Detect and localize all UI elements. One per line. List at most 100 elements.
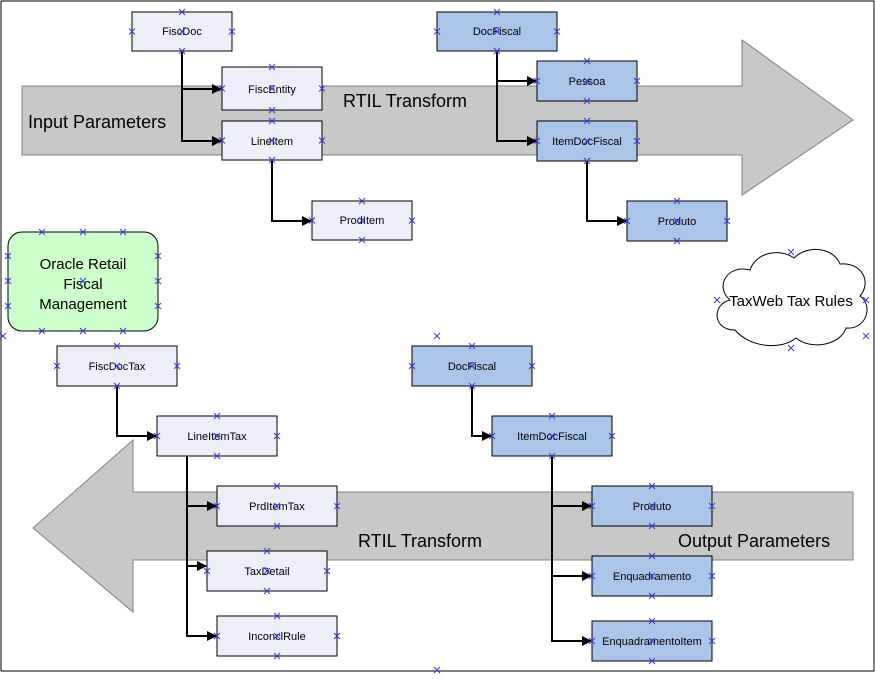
input-parameters-label: Input Parameters — [28, 112, 166, 132]
output-transform-arrow — [32, 438, 854, 614]
handle-68 — [528, 362, 536, 370]
handle-23 — [553, 28, 561, 35]
handle-98 — [4, 252, 12, 260]
handle-91 — [154, 277, 162, 285]
handle-1 — [178, 47, 186, 55]
handle-16 — [358, 236, 366, 244]
handle-59 — [263, 567, 271, 575]
handle-104 — [787, 344, 795, 352]
itemdocfiscal-out-label: ItemDocFiscal — [517, 431, 587, 443]
enquadramentoitem-label: EnquadramentoItem — [602, 636, 702, 648]
connector-5 — [586, 161, 627, 226]
connector-2 — [271, 160, 312, 226]
handle-22 — [433, 28, 441, 35]
handle-8 — [318, 85, 326, 92]
input-transform-arrow — [21, 39, 854, 196]
handle-2 — [128, 28, 136, 35]
handle-17 — [308, 217, 316, 224]
enquadramento-label: Enquadramento — [613, 571, 691, 583]
rfm-label-line-2: Fiscal — [63, 276, 102, 293]
handle-24 — [493, 28, 501, 35]
handle-64 — [273, 632, 281, 640]
handle-15 — [358, 197, 366, 205]
handle-73 — [608, 432, 616, 440]
lineitem-label: LineItem — [251, 136, 293, 148]
handle-89 — [648, 637, 656, 645]
connector-4 — [496, 81, 537, 146]
handle-34 — [583, 137, 591, 145]
handle-93 — [79, 327, 87, 335]
handle-10 — [268, 117, 276, 125]
handle-106 — [862, 296, 870, 304]
handle-80 — [648, 552, 656, 560]
handle-66 — [468, 382, 476, 390]
handle-110 — [862, 332, 870, 340]
handle-82 — [588, 572, 596, 580]
handle-47 — [153, 432, 161, 440]
handle-13 — [318, 137, 326, 144]
handle-85 — [648, 617, 656, 625]
handle-0 — [178, 8, 186, 16]
handle-46 — [213, 452, 221, 460]
itemdocfiscal-out-box[interactable]: ItemDocFiscal — [491, 415, 613, 457]
handle-51 — [273, 522, 281, 530]
rfm-label-line-1: Oracle Retail — [40, 256, 127, 273]
handle-42 — [53, 362, 61, 370]
handle-63 — [333, 632, 341, 640]
handle-103 — [787, 248, 795, 256]
inconclrule-label: InconclRule — [248, 631, 305, 643]
handle-49 — [213, 432, 221, 440]
handle-26 — [583, 97, 591, 105]
handle-72 — [488, 432, 496, 440]
output-parameters-label: Output Parameters — [678, 531, 830, 551]
handle-37 — [623, 217, 631, 225]
handle-76 — [648, 522, 656, 530]
produto-out-box[interactable]: Produto — [591, 485, 713, 527]
selection-handles — [0, 8, 870, 674]
taxweb-cloud[interactable]: TaxWeb Tax Rules — [716, 249, 868, 347]
handle-19 — [358, 217, 366, 224]
handle-45 — [213, 412, 221, 420]
handle-105 — [713, 296, 721, 304]
handle-94 — [38, 228, 46, 236]
itemdocfiscal-in-label: ItemDocFiscal — [552, 136, 622, 148]
connector-1 — [181, 89, 222, 146]
handle-6 — [268, 106, 276, 114]
handle-9 — [268, 85, 276, 92]
handle-56 — [263, 587, 271, 595]
handle-92 — [79, 228, 87, 236]
handle-30 — [583, 117, 591, 125]
handle-65 — [468, 342, 476, 350]
handle-52 — [213, 502, 221, 510]
handle-84 — [648, 572, 656, 580]
handle-44 — [113, 362, 121, 370]
rfm-label-line-3: Management — [39, 296, 127, 313]
handle-81 — [648, 592, 656, 600]
rtil-transform-top-label: RTIL Transform — [343, 91, 467, 111]
handle-74 — [548, 432, 556, 440]
connector-13 — [551, 576, 592, 646]
connector-9 — [186, 566, 217, 641]
handle-4 — [178, 28, 186, 35]
handle-53 — [333, 502, 341, 510]
handle-11 — [268, 156, 276, 164]
handle-32 — [533, 137, 541, 145]
handle-90 — [4, 277, 12, 285]
handle-62 — [213, 632, 221, 640]
handle-87 — [588, 637, 596, 645]
connector-0 — [181, 51, 222, 94]
handle-7 — [218, 85, 226, 92]
handle-107 — [0, 332, 7, 340]
produto-in-label: Produto — [658, 216, 697, 228]
handle-83 — [708, 572, 716, 580]
connector-3 — [496, 51, 537, 86]
handle-40 — [113, 342, 121, 350]
handle-97 — [119, 327, 127, 335]
handle-69 — [468, 362, 476, 370]
handle-55 — [263, 547, 271, 555]
handle-86 — [648, 657, 656, 665]
handle-39 — [673, 217, 681, 225]
taxdetail-label: TaxDetail — [244, 566, 289, 578]
